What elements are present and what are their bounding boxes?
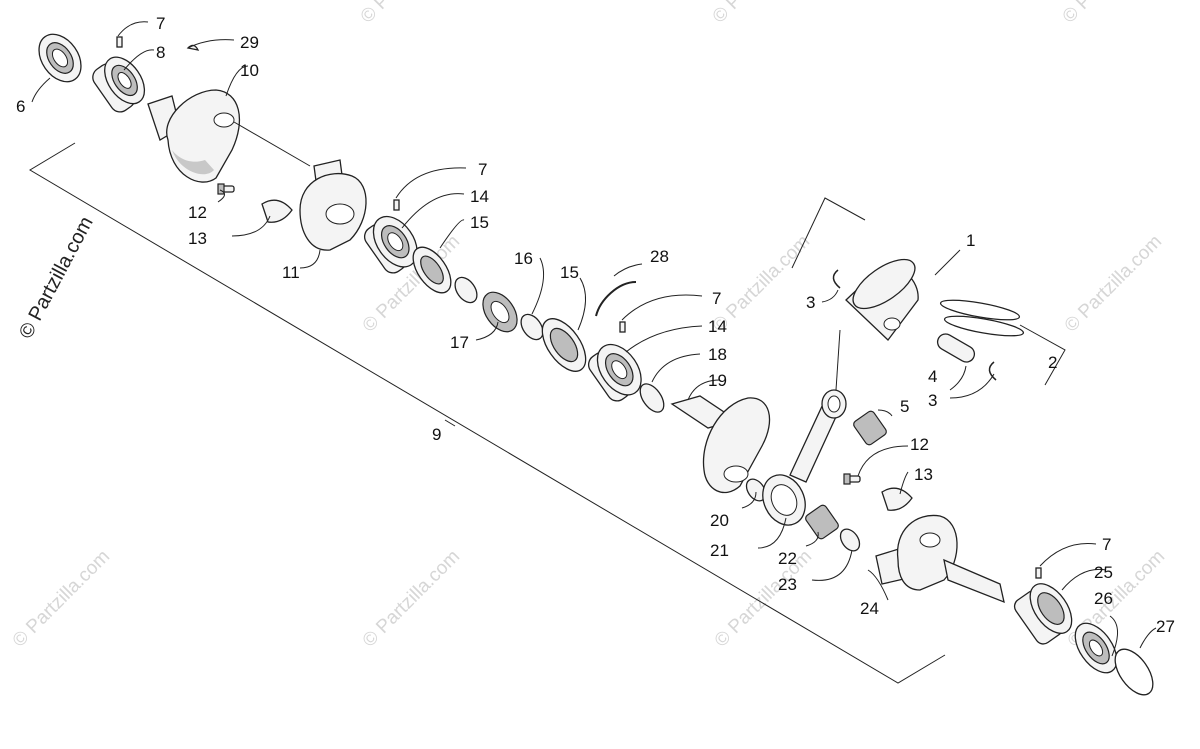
seal-15b — [541, 318, 587, 372]
callout-13: 13 — [914, 465, 933, 484]
callout-25: 25 — [1094, 563, 1113, 582]
crank-half-10 — [147, 89, 240, 183]
callout-17: 17 — [450, 333, 469, 352]
callout-2: 2 — [1048, 353, 1057, 372]
bearing-14a — [363, 215, 418, 274]
callout-14: 14 — [708, 317, 727, 336]
callout-15: 15 — [470, 213, 489, 232]
screw-12a — [217, 183, 235, 195]
callout-27: 27 — [1156, 617, 1175, 636]
watermark: © Partzilla.com — [357, 0, 462, 28]
callout-28: 28 — [650, 247, 669, 266]
washer-23 — [839, 528, 861, 552]
weight-13a — [261, 199, 293, 223]
weight-13b — [881, 487, 913, 511]
bearing-8 — [92, 56, 146, 113]
crank-half-19 — [670, 395, 771, 494]
callout-4: 4 — [928, 367, 937, 386]
callout-18: 18 — [708, 345, 727, 364]
snap-ring-28 — [595, 281, 637, 317]
callout-8: 8 — [156, 43, 165, 62]
callout-24: 24 — [860, 599, 879, 618]
watermark: © Partzilla.com — [9, 546, 114, 651]
callout-15: 15 — [560, 263, 579, 282]
connecting-rod-21 — [762, 389, 847, 526]
o-ring-27 — [1114, 648, 1154, 696]
callout-22: 22 — [778, 549, 797, 568]
piston-pin-4 — [936, 333, 976, 363]
callout-12: 12 — [910, 435, 929, 454]
callout-7: 7 — [712, 289, 721, 308]
callout-14: 14 — [470, 187, 489, 206]
watermark: © Partzilla.com — [711, 546, 816, 651]
callout-7: 7 — [156, 14, 165, 33]
callout-19: 19 — [708, 371, 727, 390]
watermark: © Partzilla.com — [359, 546, 464, 651]
piston-ring-2a — [939, 299, 1021, 321]
needle-bearing-5 — [853, 410, 887, 446]
pin-7a — [116, 36, 123, 48]
crank-half-24 — [875, 514, 1005, 604]
callout-21: 21 — [710, 541, 729, 560]
callout-26: 26 — [1094, 589, 1113, 608]
callout-10: 10 — [240, 61, 259, 80]
pin-7d — [1035, 567, 1042, 579]
oil-seal-26 — [1074, 622, 1118, 674]
pin-7b — [393, 199, 400, 211]
callout-labels: 7 8 29 10 6 12 13 11 7 14 15 16 17 15 28… — [16, 14, 1175, 636]
callout-9: 9 — [432, 425, 441, 444]
bearing-14b — [587, 343, 642, 402]
gear-17 — [482, 291, 518, 333]
callout-5: 5 — [900, 397, 909, 416]
leader-lines — [31, 21, 1157, 657]
oil-seal-6 — [38, 33, 82, 83]
piston-ring-2b — [943, 315, 1025, 337]
ring-16b — [520, 313, 544, 341]
callout-3: 3 — [928, 391, 937, 410]
watermark: © Partzilla.com — [709, 0, 814, 28]
callout-12: 12 — [188, 203, 207, 222]
callout-7: 7 — [478, 160, 487, 179]
callout-29: 29 — [240, 33, 259, 52]
callout-11: 11 — [282, 263, 300, 282]
crankshaft-assembly-bracket — [29, 142, 946, 684]
callout-20: 20 — [710, 511, 729, 530]
screw-12b — [843, 473, 861, 485]
needle-bearing-22 — [805, 504, 839, 540]
watermark-side: © Partzilla.com — [15, 213, 98, 342]
callout-13: 13 — [188, 229, 207, 248]
pin-7c — [619, 321, 626, 333]
ring-16a — [454, 276, 478, 304]
circlip-3b — [988, 361, 997, 381]
circlip-3a — [832, 269, 841, 289]
crank-web-11 — [299, 159, 367, 251]
piston-1 — [845, 258, 919, 341]
callout-7: 7 — [1102, 535, 1111, 554]
callout-16: 16 — [514, 249, 533, 268]
watermark: © Partzilla.com — [1061, 231, 1166, 336]
bearing-25 — [1013, 583, 1073, 645]
callout-6: 6 — [16, 97, 25, 116]
callout-1: 1 — [966, 231, 975, 250]
seal-15a — [412, 246, 452, 294]
callout-23: 23 — [778, 575, 797, 594]
callout-3: 3 — [806, 293, 815, 312]
watermark: © Partzilla.com — [1059, 0, 1164, 28]
o-ring-18 — [639, 383, 665, 413]
axis-line — [233, 121, 311, 167]
piston-assembly-bracket — [791, 197, 1066, 386]
